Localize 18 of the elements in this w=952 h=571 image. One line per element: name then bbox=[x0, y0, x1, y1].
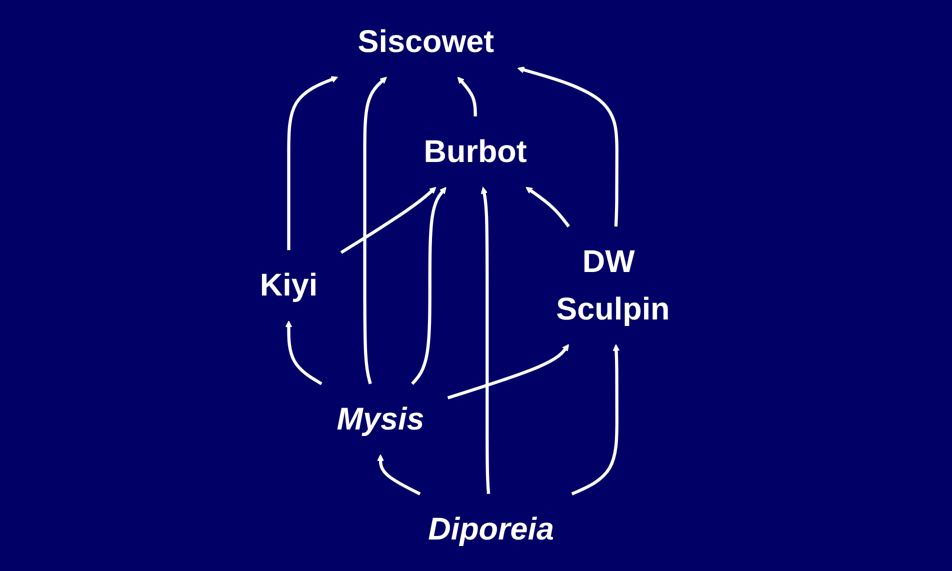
arrow bbox=[518, 66, 619, 227]
arrow bbox=[448, 344, 570, 400]
node-text: Mysis bbox=[337, 402, 424, 436]
node-text: Siscowet bbox=[358, 24, 494, 59]
node-text: Diporeia bbox=[428, 512, 554, 547]
arrow bbox=[286, 320, 323, 386]
arrow bbox=[458, 76, 478, 116]
arrow bbox=[377, 454, 421, 496]
arrow bbox=[572, 344, 620, 496]
arrow bbox=[340, 186, 437, 254]
node-text: Burbot bbox=[424, 134, 528, 170]
node-text: Kiyi bbox=[260, 268, 318, 303]
arrow bbox=[526, 186, 570, 228]
node-text: DW Sculpin bbox=[556, 244, 670, 326]
arrow bbox=[287, 76, 338, 250]
arrow bbox=[411, 186, 447, 385]
arrow bbox=[363, 76, 388, 384]
arrow bbox=[481, 186, 490, 494]
